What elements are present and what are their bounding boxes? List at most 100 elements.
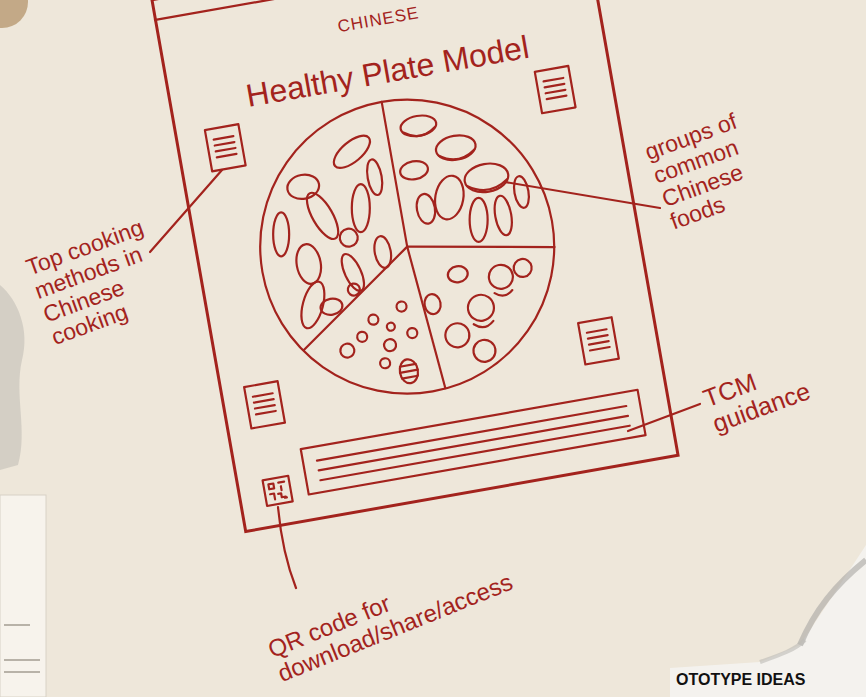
callout-text: QR code for download/share/access	[264, 515, 589, 687]
grain-doodle	[399, 113, 438, 139]
vegetable-doodle	[293, 242, 324, 286]
protein-doodle	[419, 254, 546, 371]
paper-stain	[0, 285, 25, 470]
leader-line	[150, 170, 222, 252]
grain-doodle	[492, 194, 515, 236]
grain-doodle	[414, 192, 437, 225]
card-illustration	[150, 0, 646, 511]
document-icon	[216, 148, 236, 151]
bean-doodle	[356, 331, 368, 343]
document-icon	[544, 78, 564, 81]
bean-doodle	[398, 358, 420, 385]
guidance-band	[317, 406, 626, 461]
document-icon	[244, 381, 285, 428]
document-icon	[253, 393, 273, 396]
guidance-band	[320, 426, 629, 481]
plate-circle	[289, 247, 422, 351]
bean-doodle	[379, 357, 391, 369]
paper-scrap	[4, 659, 40, 661]
vegetable-doodle	[338, 227, 359, 248]
paper-scrap	[0, 495, 46, 697]
plate-circle	[237, 76, 578, 417]
document-icon	[589, 341, 609, 344]
paper-scrap	[800, 560, 866, 645]
header-bar	[150, 0, 329, 20]
paper-scrap	[760, 640, 805, 662]
protein-doodle	[447, 265, 469, 284]
grain-doodle	[432, 173, 467, 221]
grain-doodle	[399, 159, 430, 182]
callout-text: groups of common Chinese foods	[642, 100, 789, 234]
bean-doodle	[339, 343, 355, 359]
vegetable-doodle	[297, 279, 329, 331]
document-icon	[590, 347, 610, 350]
plate-circle	[407, 244, 445, 390]
callout-text: Top cooking methods in Chinese cooking	[23, 213, 177, 350]
vegetable-doodle	[352, 184, 370, 232]
paper-scrap	[4, 624, 30, 626]
qr-code	[263, 476, 293, 506]
document-icon	[588, 335, 608, 338]
paper-scrap	[4, 671, 40, 673]
vegetable-doodle	[319, 297, 343, 317]
leader-line	[628, 404, 700, 431]
leader-line	[505, 182, 660, 208]
protein-doodle	[466, 293, 496, 323]
document-icon	[546, 90, 566, 93]
grain-doodle	[434, 132, 478, 163]
bean-doodle	[386, 322, 395, 331]
leader-line	[150, 170, 700, 588]
qr-code	[268, 482, 287, 501]
paper-stain	[0, 0, 28, 28]
protein-doodle	[443, 321, 471, 349]
document-icon	[547, 96, 567, 99]
vegetable-doodle	[365, 158, 385, 196]
guidance-band	[301, 390, 646, 495]
document-icon	[214, 136, 234, 139]
plate-circle	[407, 221, 554, 272]
protein-doodle	[423, 293, 442, 315]
vegetable-doodle	[372, 235, 393, 269]
bean-doodle	[400, 364, 416, 367]
document-icon	[587, 329, 607, 332]
paper-scrap	[670, 545, 866, 697]
grain-doodle	[512, 175, 531, 209]
vegetable-doodle	[347, 283, 361, 297]
document-icon	[217, 154, 237, 157]
header-bar	[150, 0, 329, 20]
bean-doodle	[334, 300, 426, 394]
leader-line	[278, 507, 296, 588]
card-title: Healthy Plate Model	[170, 16, 606, 128]
grain-doodle	[468, 179, 509, 193]
bean-doodle	[402, 376, 418, 379]
paper-scrap	[0, 495, 866, 697]
grain-doodle	[462, 160, 510, 195]
grain-doodle	[391, 99, 536, 255]
document-icon	[256, 411, 276, 414]
document-icon	[535, 66, 576, 113]
grain-doodle	[439, 150, 476, 163]
callout-text: TCM guidance	[700, 341, 845, 438]
vegetable-doodle	[254, 128, 406, 336]
document-icon	[545, 84, 565, 87]
plate-card: CHINESEHealthy Plate Model	[150, 0, 680, 533]
document-icon	[205, 124, 246, 171]
protein-doodle	[472, 338, 497, 363]
document-icon	[255, 405, 275, 408]
protein-doodle	[487, 263, 515, 291]
plate-circle	[237, 76, 578, 417]
document-icon	[578, 317, 619, 364]
protein-doodle	[495, 290, 513, 297]
vegetable-doodle	[301, 188, 344, 243]
bean-doodle	[400, 370, 418, 373]
vegetable-doodle	[273, 212, 289, 256]
vegetable-doodle	[337, 251, 368, 294]
document-icon	[254, 399, 274, 402]
document-icon	[215, 142, 235, 145]
grain-doodle	[403, 127, 436, 138]
paper-stain	[0, 0, 28, 470]
grain-doodle	[470, 198, 488, 242]
protein-doodle	[474, 321, 494, 329]
protein-doodle	[512, 257, 533, 278]
